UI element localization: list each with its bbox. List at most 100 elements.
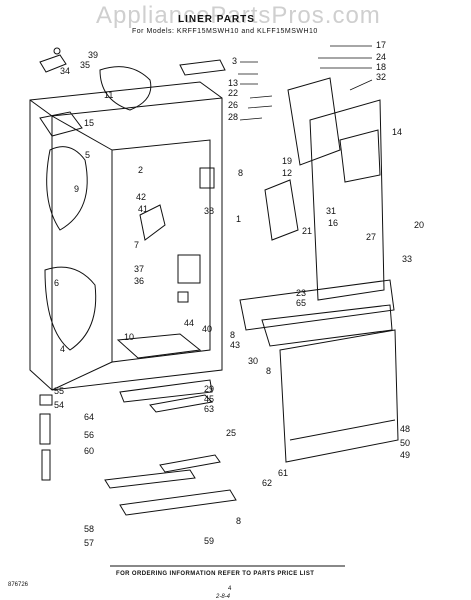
thermostat-38 (199, 167, 215, 189)
callout-57: 57 (84, 538, 94, 548)
callout-24: 24 (376, 52, 386, 62)
callout-3: 3 (232, 56, 237, 66)
callout-43: 43 (230, 340, 240, 350)
diagram-code: 876726 (8, 582, 29, 588)
callout-35: 35 (80, 60, 90, 70)
top-strip (179, 59, 226, 76)
callout-45: 45 (204, 394, 214, 404)
callout-40: 40 (202, 324, 212, 334)
callout-38: 38 (204, 206, 214, 216)
callout-2: 2 (138, 165, 143, 175)
callout-65: 65 (296, 298, 306, 308)
callout-19: 19 (282, 156, 292, 166)
callout-9: 9 (74, 184, 79, 194)
callout-8b: 8 (230, 330, 235, 340)
leader-lines (238, 45, 373, 121)
callout-26: 26 (228, 100, 238, 110)
callout-18: 18 (376, 62, 386, 72)
callout-60: 60 (84, 446, 94, 456)
callout-20: 20 (414, 220, 424, 230)
callout-32: 32 (376, 72, 386, 82)
callout-21: 21 (302, 226, 312, 236)
callout-30: 30 (248, 356, 258, 366)
rear-panel (309, 99, 385, 301)
panel-14 (339, 129, 381, 183)
callout-44: 44 (184, 318, 194, 328)
callout-48: 48 (400, 424, 410, 434)
liner-top-edge (29, 97, 223, 117)
screw-39 (53, 47, 61, 55)
callout-27: 27 (366, 232, 376, 242)
callout-11: 11 (104, 90, 113, 100)
liner-cabinet (29, 81, 223, 403)
top-cutout-11 (99, 66, 152, 111)
callout-29: 29 (204, 384, 214, 394)
callout-13: 13 (228, 78, 238, 88)
callout-8: 8 (238, 168, 243, 178)
callout-25: 25 (226, 428, 236, 438)
hinge-pin-56 (41, 449, 51, 481)
callout-8d: 8 (236, 516, 241, 526)
control-housing (287, 77, 341, 166)
callout-33: 33 (402, 254, 412, 264)
side-panel-lower (44, 266, 97, 351)
callout-22: 22 (228, 88, 238, 98)
callout-16: 16 (328, 218, 338, 228)
damper-control-37 (177, 254, 201, 284)
model-list: For Models: KRFF15MSWH10 and KLFF15MSWH1… (132, 28, 318, 35)
footer-note: FOR ORDERING INFORMATION REFER TO PARTS … (116, 571, 315, 577)
callout-49: 49 (400, 450, 410, 460)
callout-23: 23 (296, 288, 306, 298)
slide-rail-63 (149, 394, 214, 413)
rail-59 (119, 489, 237, 516)
diagram-title: LINER PARTS (178, 14, 255, 25)
callout-10: 10 (124, 332, 134, 342)
callout-63: 63 (204, 404, 214, 414)
callout-55: 55 (54, 386, 64, 396)
liner-bottom-lip (119, 379, 213, 403)
page-mark: 4 (228, 586, 232, 592)
callout-5: 5 (85, 150, 90, 160)
callout-64: 64 (84, 412, 94, 422)
callout-28: 28 (228, 112, 238, 122)
shelf-frame-23 (239, 279, 395, 331)
drawer-front-25 (279, 329, 399, 463)
callout-6: 6 (54, 278, 59, 288)
rail-60 (104, 469, 196, 489)
side-panel-9 (46, 146, 88, 231)
callout-61: 61 (278, 468, 288, 478)
callout-50: 50 (400, 438, 410, 448)
callout-62: 62 (262, 478, 272, 488)
liner-outline (29, 81, 223, 391)
callout-1: 1 (236, 214, 241, 224)
callout-36: 36 (134, 276, 144, 286)
callout-56: 56 (84, 430, 94, 440)
liner-floor (116, 333, 202, 359)
shelf-support-15 (39, 111, 83, 137)
cap-55 (39, 394, 53, 406)
callout-15: 15 (84, 118, 94, 128)
callout-12: 12 (282, 168, 292, 178)
callout-37: 37 (134, 264, 144, 274)
callout-labels: 17 24 18 32 39 35 34 3 13 22 26 28 11 15… (54, 40, 424, 548)
fan-blade-41 (139, 204, 166, 241)
hinge-54 (39, 413, 51, 445)
clip-44 (177, 291, 189, 303)
callout-42: 42 (136, 192, 146, 202)
light-shield-12 (264, 179, 299, 241)
callout-7: 7 (134, 240, 139, 250)
callout-31: 31 (326, 206, 336, 216)
callout-39: 39 (88, 50, 98, 60)
callout-8c: 8 (266, 366, 271, 376)
watermark: AppliancePartsPros.com (96, 2, 381, 29)
callout-14: 14 (392, 127, 402, 137)
callout-17: 17 (376, 40, 386, 50)
callout-41: 41 (138, 204, 148, 214)
callout-4: 4 (60, 344, 65, 354)
callout-34: 34 (60, 66, 70, 76)
callout-58: 58 (84, 524, 94, 534)
callout-59: 59 (204, 536, 214, 546)
callout-54: 54 (54, 400, 64, 410)
